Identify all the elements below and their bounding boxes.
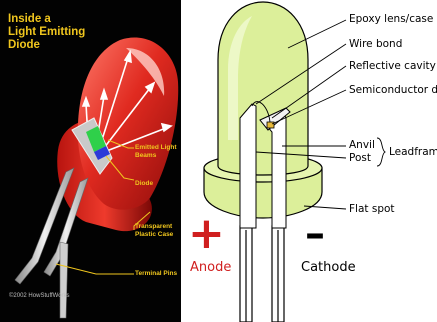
leadframe-label: Leadframe <box>389 146 437 158</box>
semiconductor-die-label: Semiconductor die <box>349 84 437 96</box>
led-leads <box>240 226 284 322</box>
post-label: Post <box>349 152 371 164</box>
post <box>240 104 256 228</box>
cathode-minus-sign: – <box>305 214 325 254</box>
wire-bond-label: Wire bond <box>349 38 402 50</box>
cathode-label: Cathode <box>301 260 356 275</box>
reflective-cavity-label: Reflective cavity <box>349 60 436 72</box>
epoxy-lens-label: Epoxy lens/case <box>349 13 433 25</box>
flat-spot-label: Flat spot <box>349 203 395 215</box>
anvil-label: Anvil <box>349 139 375 151</box>
anode-label: Anode <box>190 260 231 275</box>
semiconductor-die <box>267 122 274 128</box>
anode-plus-sign: + <box>188 212 225 256</box>
